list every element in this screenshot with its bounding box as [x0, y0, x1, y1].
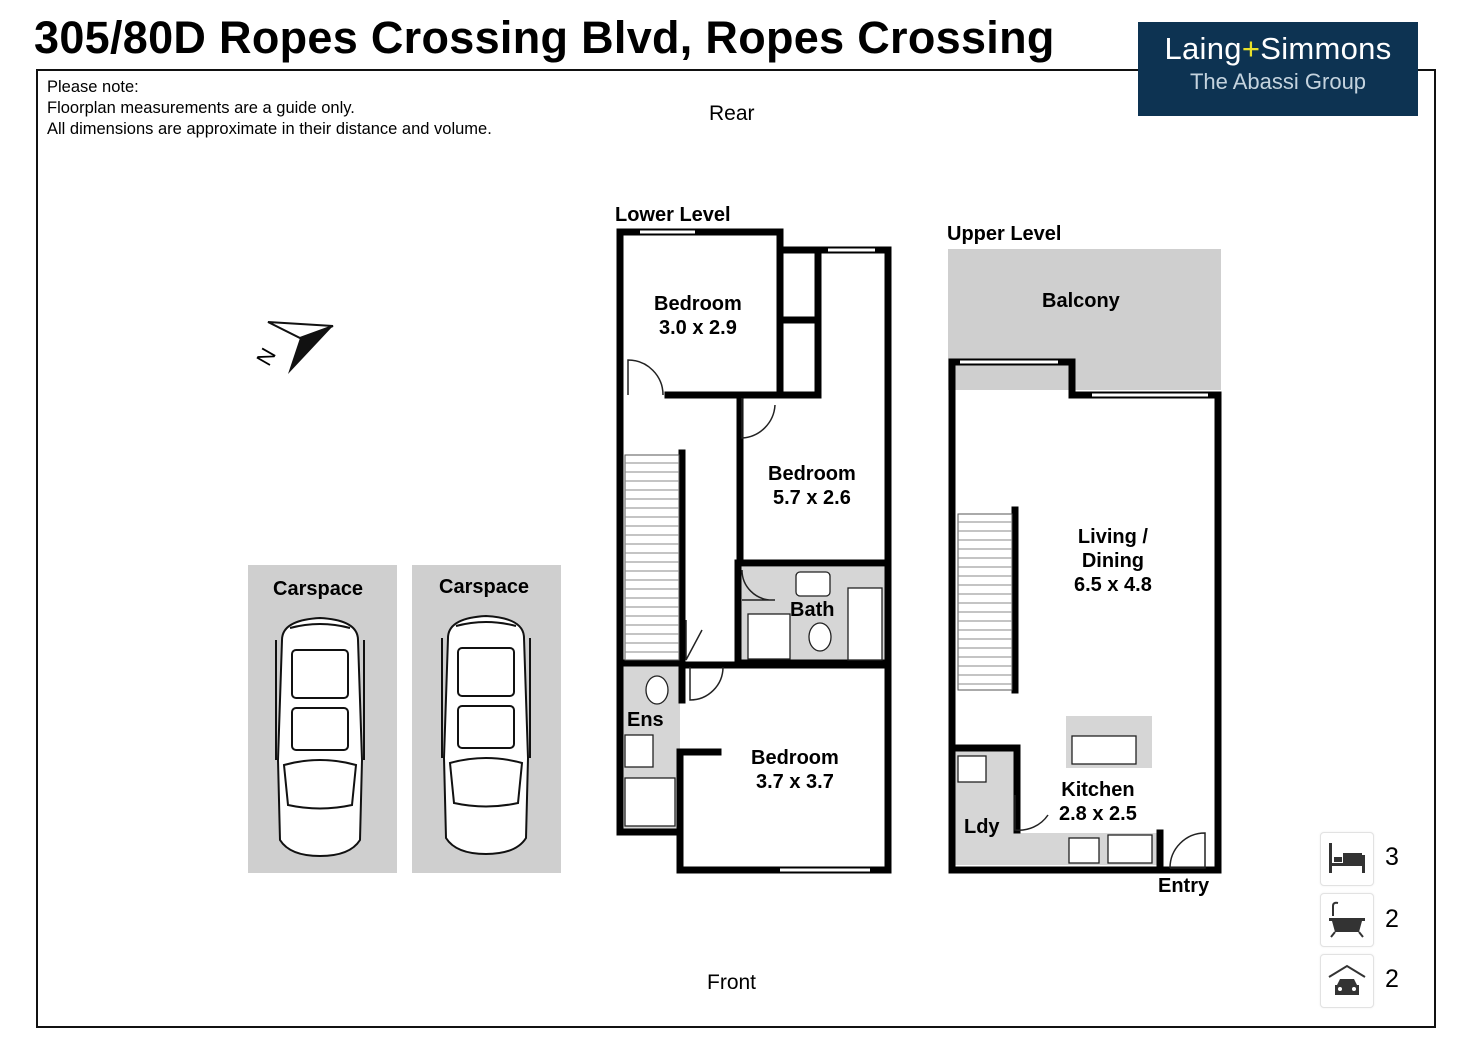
- room-bath: Bath: [790, 599, 835, 621]
- room-name: Dining: [1081, 550, 1145, 572]
- carspace-label: Carspace: [273, 578, 364, 600]
- carspace-label: Carspace: [439, 576, 530, 598]
- room-size: 5.7 x 2.6: [772, 487, 851, 509]
- walls: [616, 228, 1222, 874]
- logo-text: Laing: [1164, 31, 1242, 66]
- front-label: Front: [707, 971, 757, 994]
- stairs-icon: [624, 454, 1013, 691]
- agency-logo: Laing+Simmons The Abassi Group: [1138, 22, 1418, 116]
- compass-label: N: [251, 344, 281, 370]
- carspace-count: 2: [1385, 965, 1399, 993]
- room-ensuite: Ens: [627, 709, 664, 731]
- room-size: 3.7 x 3.7: [755, 771, 834, 793]
- windows: [640, 230, 1208, 872]
- balcony-area: [948, 249, 1221, 390]
- car-icon: [275, 616, 365, 858]
- bedroom-count: 3: [1385, 843, 1399, 871]
- door-swings: [627, 359, 1206, 869]
- logo-subtitle: The Abassi Group: [1189, 69, 1367, 94]
- bath-icon: [1320, 893, 1374, 947]
- page-title: 305/80D Ropes Crossing Blvd, Ropes Cross…: [34, 12, 1055, 63]
- note-heading: Please note:: [47, 78, 139, 96]
- stair-treads: [625, 462, 1012, 685]
- room-size: 6.5 x 4.8: [1074, 574, 1152, 596]
- room-name: Bedroom: [768, 463, 856, 485]
- room-size: 3.0 x 2.9: [658, 317, 737, 339]
- disclaimer-note: Please note: Floorplan measurements are …: [47, 77, 492, 140]
- room-name: Bedroom: [751, 747, 839, 769]
- room-entry: Entry: [1158, 875, 1210, 897]
- car-icon: [441, 615, 531, 855]
- floorplan-frame: [36, 69, 1436, 1028]
- upper-level-title: Upper Level: [947, 223, 1062, 245]
- room-laundry: Ldy: [964, 816, 1000, 838]
- room-name: Kitchen: [1061, 779, 1135, 801]
- note-line: All dimensions are approximate in their …: [47, 120, 492, 138]
- logo-plus: +: [1241, 31, 1261, 66]
- note-line: Floorplan measurements are a guide only.: [47, 99, 355, 117]
- lower-level-title: Lower Level: [615, 204, 731, 226]
- logo-text: Simmons: [1260, 31, 1392, 66]
- bed-icon: [1320, 832, 1374, 886]
- rear-label: Rear: [709, 102, 755, 125]
- car-garage-icon: [1320, 954, 1374, 1008]
- fixtures: [624, 571, 1153, 864]
- room-balcony: Balcony: [1042, 290, 1120, 312]
- room-size: 2.8 x 2.5: [1059, 803, 1137, 825]
- compass-north-arrow-icon: N: [251, 321, 334, 374]
- bathroom-count: 2: [1385, 905, 1399, 933]
- room-name: Bedroom: [654, 293, 742, 315]
- room-name: Living /: [1077, 526, 1148, 548]
